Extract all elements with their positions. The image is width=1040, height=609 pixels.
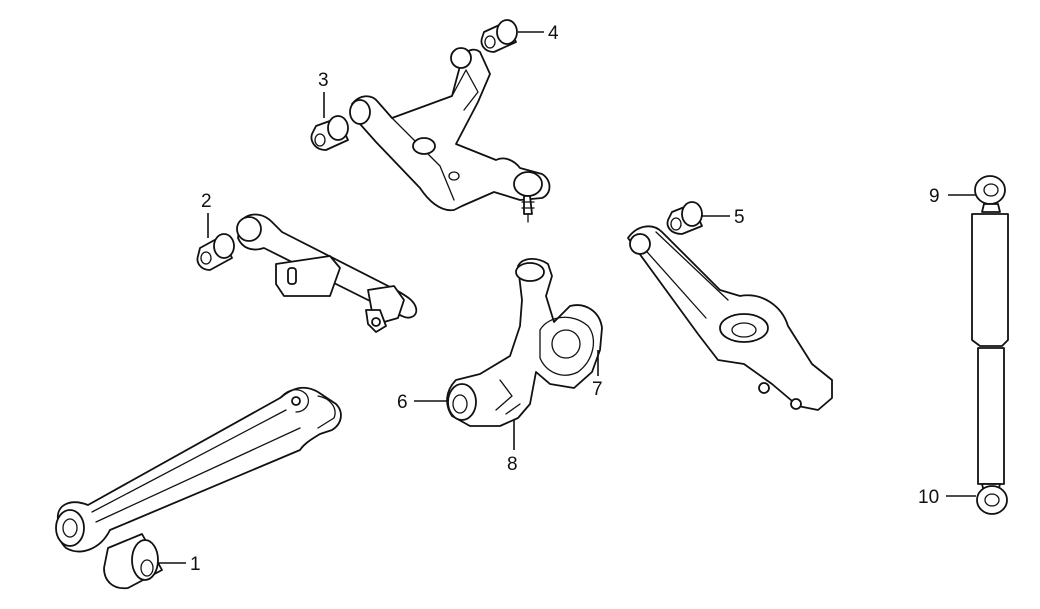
callout-2: 2 [201, 191, 212, 212]
rear-knuckle[interactable] [446, 258, 603, 427]
lower-control-arm[interactable] [627, 225, 833, 411]
bushing-2[interactable] [196, 233, 235, 271]
callout-3: 3 [318, 70, 329, 91]
bushing-4[interactable] [480, 19, 518, 53]
upper-control-arm[interactable] [349, 47, 551, 223]
bushing-5[interactable] [666, 201, 703, 235]
callout-10: 10 [918, 487, 939, 508]
trailing-arm[interactable] [55, 386, 342, 553]
bushing-3[interactable] [310, 115, 349, 151]
lateral-link-upper[interactable] [236, 213, 418, 333]
shock-absorber[interactable] [971, 175, 1009, 515]
callout-7: 7 [592, 379, 603, 400]
callout-4: 4 [548, 23, 559, 44]
callout-8: 8 [507, 454, 518, 475]
callout-9: 9 [929, 186, 940, 207]
bushing-1[interactable] [103, 533, 163, 590]
callout-5: 5 [734, 207, 745, 228]
callout-6: 6 [397, 392, 408, 413]
callout-1: 1 [190, 554, 201, 575]
